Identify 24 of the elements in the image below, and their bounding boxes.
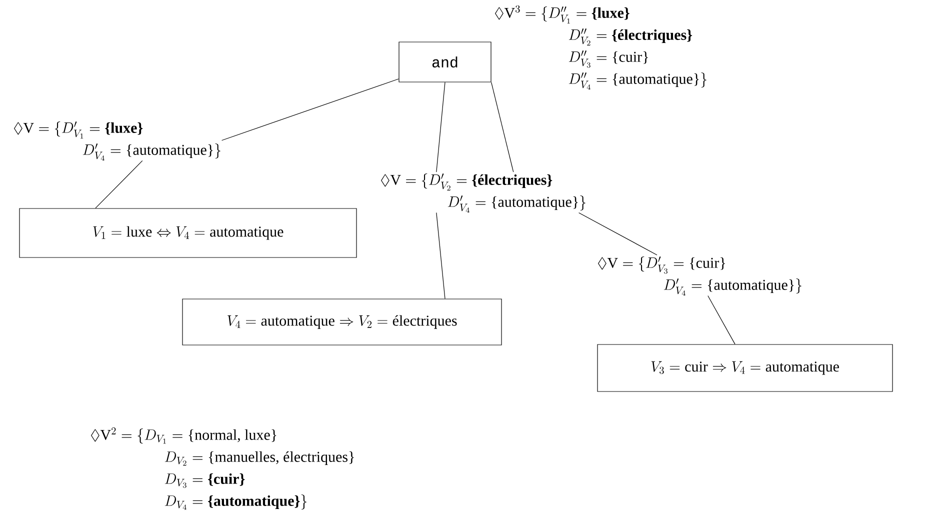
domain-formula: $\Diamond\mathrm{V}^2 = \{D_{V_1} = \text{\{normal, luxe\}}$ $D_{V_2} = \text{\{manuelles, électriques\}}$ $D_{V_3} = \textbf{\{cuir\}}$ $D_{V_4} = \textbf{\{automatique\}}\}$	[91, 427, 354, 510]
domain-formula: $\Diamond\mathrm{V} = \{D'_{V_3} = \text{\{cuir\}}$ $D'_{V_4} = \text{\{automatique\}}\}$	[598, 256, 802, 296]
label: $D_{V_3} = \textbf{\{cuir\}}$	[164, 473, 245, 488]
connector-line	[708, 295, 736, 344]
constraint-box: $V_1 = \text{luxe} \Leftrightarrow V_4 = \text{automatique}$	[19, 208, 357, 258]
node-label: $D''_{V_2} = \textbf{\{électriques\}}$	[568, 28, 692, 46]
connector-line	[578, 212, 658, 256]
domain-formula: $\Diamond\mathrm{V} = \{D'_{V_1} = \textbf{\{luxe\}}$ $D'_{V_4} = \text{\{automatique\}}\}$	[14, 122, 220, 160]
node-label: $D''_{V_4} = \text{\{automatique\}}\}$	[568, 72, 706, 90]
domain-formula: $\Diamond\mathrm{V}^3 = \{D''_{V_1} = \textbf{\{luxe\}}$ $D''_{V_2} = \textbf{\{électriques\}}$ $D''_{V_3} = \text{\{cuir\}}$ $D''_{V_4} = \text{\{automatique\}}\}$	[495, 5, 706, 90]
label: $\Diamond\mathrm{V}^2 = \{D_{V_1} = \text{\{normal, luxe\}}$	[91, 427, 276, 444]
connector-line	[95, 160, 143, 208]
node-label: $D''_{V_3} = \text{\{cuir\}}$	[568, 50, 648, 68]
label: $D_{V_4} = \textbf{\{automatique\}}\}$	[164, 494, 307, 510]
domain-formula: $\Diamond\mathrm{V} = \{D'_{V_2} = \textbf{\{électriques\}}$ $D'_{V_4} = \text{\{automatique\}}\}$	[381, 174, 586, 212]
connector-line	[222, 78, 399, 141]
operator-box: and	[398, 42, 492, 82]
constraint-box: $V_4 = \text{automatique} \Rightarrow V_2 = \text{électriques}$	[182, 298, 502, 346]
connector-line	[436, 82, 446, 172]
connector-line	[436, 212, 446, 299]
label: $D_{V_2} = \text{\{manuelles, électriques\}}$	[164, 451, 354, 466]
node-label: $\Diamond\mathrm{V}^3 = \{D''_{V_1} = \textbf{\{luxe\}}$	[495, 5, 630, 24]
constraint-box: $V_3 = \text{cuir} \Rightarrow V_4 = \text{automatique}$	[597, 344, 893, 392]
connector-line	[491, 82, 514, 172]
